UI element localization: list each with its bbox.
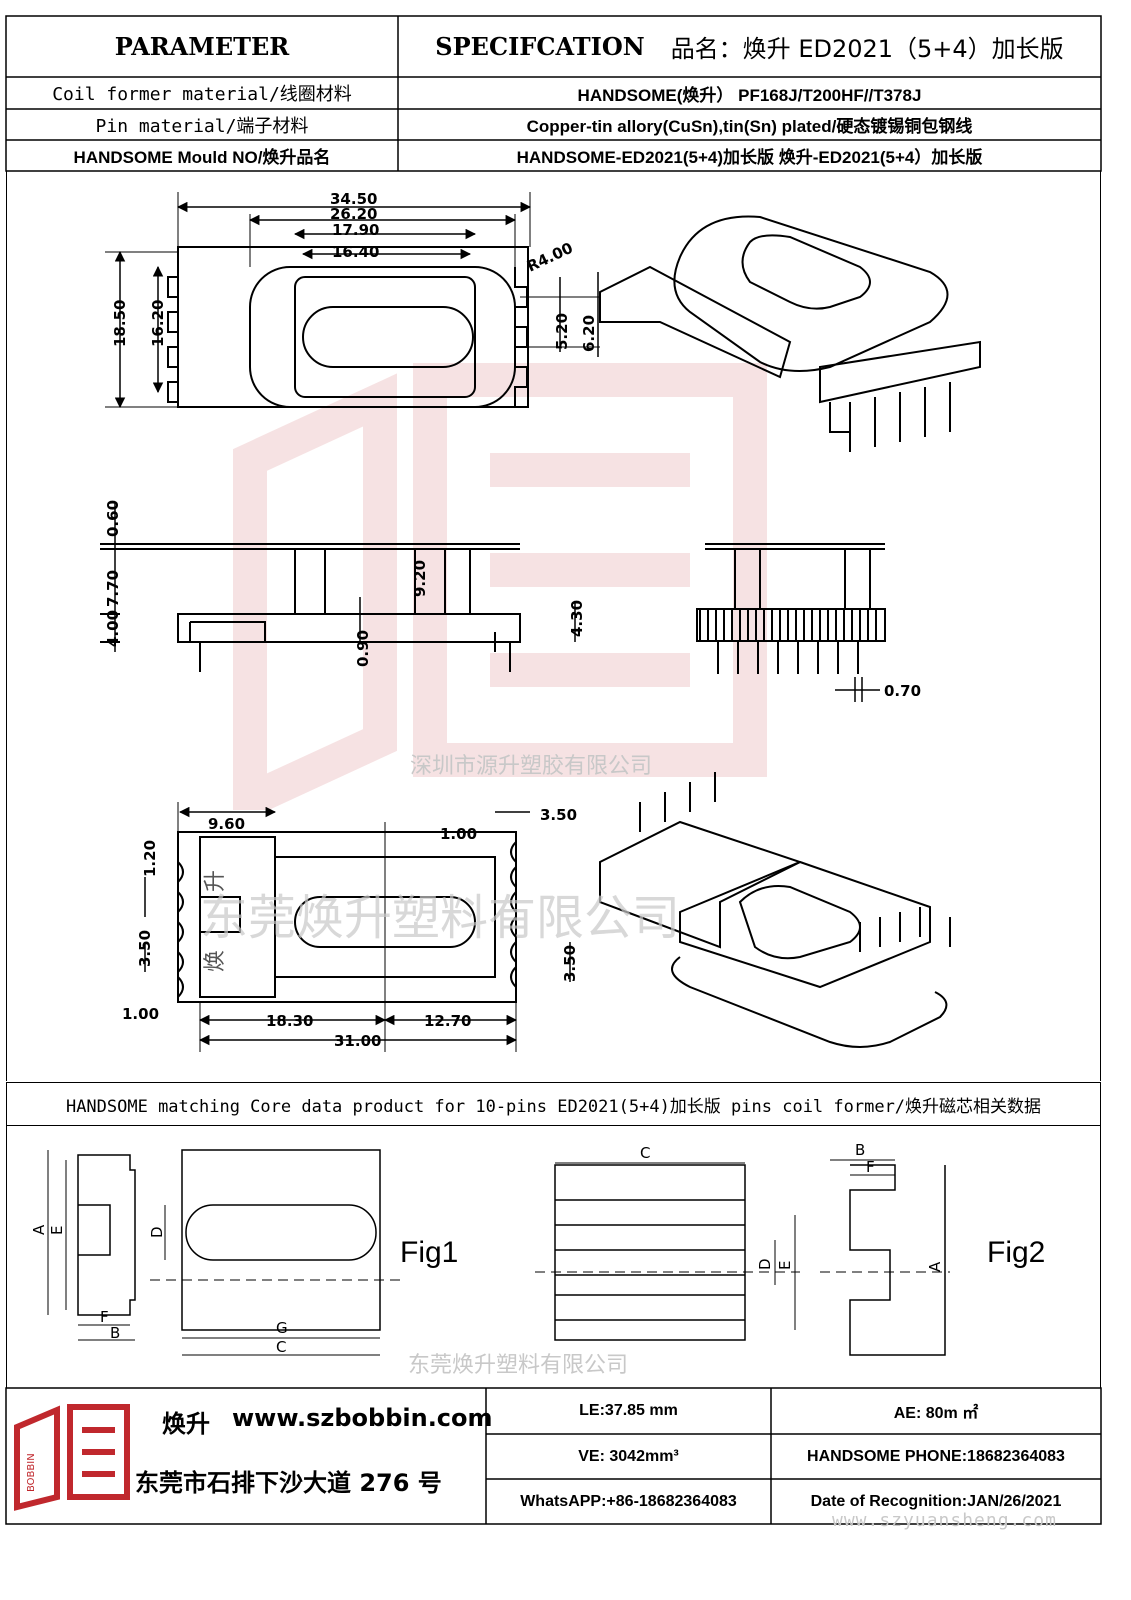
core-section-title: HANDSOME matching Core data product for … <box>6 1082 1101 1126</box>
footer-date: Date of Recognition:JAN/26/2021 <box>810 1492 1062 1510</box>
bobbin-mark-sheng: 升 <box>203 870 228 892</box>
dim-side-1: 7.70 <box>104 570 122 607</box>
watermark-logo <box>233 363 767 810</box>
fig1-letter-g: G <box>276 1319 288 1337</box>
dim-bottom-4: 3.50 <box>136 930 154 967</box>
footer-address: 东莞市石排下沙大道 276 号 <box>135 1469 442 1497</box>
dim-bottom-5: 3.50 <box>561 945 579 982</box>
footer-ve: VE: 3042mm³ <box>578 1447 679 1465</box>
parameter-heading: PARAMETER <box>114 32 290 61</box>
dim-bottom-7: 18.30 <box>266 1012 313 1030</box>
fig2-letter-c: C <box>640 1144 650 1162</box>
dim-top-8: 6.20 <box>580 315 598 352</box>
fig1-letter-c: C <box>276 1338 286 1356</box>
fig2-letter-f: F <box>866 1158 875 1176</box>
footer-whatsapp: WhatsAPP:+86-18682364083 <box>520 1492 737 1510</box>
footer-brand: 焕升 <box>162 1410 210 1438</box>
watermark-company-small: 东莞焕升塑料有限公司 <box>408 1353 629 1378</box>
row-mould-label: HANDSOME Mould NO/焕升品名 <box>73 148 331 167</box>
dim-side-6: 0.70 <box>884 682 921 700</box>
fig1-label: Fig1 <box>400 1236 459 1269</box>
footer-website[interactable]: www.szbobbin.com <box>232 1404 493 1432</box>
dim-top-7: 5.20 <box>553 313 571 350</box>
dim-side-4: 0.90 <box>354 630 372 667</box>
footer-grid <box>5 1387 1102 1525</box>
fig1-letter-a: A <box>30 1224 48 1235</box>
dim-top-5: 18.50 <box>111 300 129 347</box>
dim-bottom-1: 1.00 <box>440 825 477 843</box>
dim-side-0: 0.60 <box>104 500 122 537</box>
watermark-site: www.szyuansheng.com <box>832 1510 1057 1531</box>
dim-bottom-0: 9.60 <box>208 815 245 833</box>
specification-heading: SPECIFCATION 品名：焕升 ED2021（5+4）加长版 <box>398 16 1101 77</box>
bobbin-mark-huan: 焕 <box>203 950 228 972</box>
dim-bottom-2: 3.50 <box>540 806 577 824</box>
fig2-letter-d: D <box>756 1258 774 1270</box>
fig1-letter-e: E <box>48 1226 66 1235</box>
footer-phone: HANDSOME PHONE:18682364083 <box>807 1447 1065 1465</box>
dim-bottom-6: 1.00 <box>122 1005 159 1023</box>
dim-bottom-3: 1.20 <box>141 840 159 877</box>
row-pin-label: Pin material/端子材料 <box>95 115 309 137</box>
dim-top-6: 16.20 <box>149 300 167 347</box>
core-frame <box>6 1126 1101 1388</box>
dim-side-3: 9.20 <box>411 560 429 597</box>
row-pin-value: Copper-tin allory(CuSn),tin(Sn) plated/硬… <box>526 117 973 136</box>
technical-drawing: 34.50 26.20 17.90 16.40 R4.00 18.50 16.2… <box>100 190 981 1052</box>
watermark-company-big: 东莞焕升塑料有限公司 <box>200 890 681 946</box>
logo-text: BOBBIN <box>26 1453 37 1492</box>
drawing-frame <box>6 171 1101 1081</box>
fig2-letter-e: E <box>776 1261 794 1270</box>
header-table-grid <box>5 15 1102 172</box>
fig1-letter-f: F <box>100 1308 109 1326</box>
dim-top-3: 16.40 <box>332 243 379 261</box>
row-mould-value: HANDSOME-ED2021(5+4)加长版 焕升-ED2021(5+4）加长… <box>516 148 983 167</box>
specification-label: SPECIFCATION <box>435 32 645 61</box>
watermark-company-mid: 深圳市源升塑胶有限公司 <box>410 754 653 779</box>
company-logo: BOBBIN <box>14 1404 130 1511</box>
row-coil-value: HANDSOME(焕升） PF168J/T200HF//T378J <box>577 85 922 105</box>
dim-top-1: 26.20 <box>330 205 377 223</box>
fig2-label: Fig2 <box>987 1236 1046 1269</box>
dim-side-5: 4.30 <box>568 600 586 637</box>
fig1-letter-d: D <box>148 1226 166 1238</box>
footer-ae: AE: 80m ㎡ <box>893 1405 979 1422</box>
row-coil-label: Coil former material/线圈材料 <box>52 84 352 105</box>
dim-side-2: 4.00 <box>104 610 122 647</box>
fig1-letter-b: B <box>110 1324 120 1342</box>
dim-bottom-8: 12.70 <box>424 1012 471 1030</box>
fig2-letter-b: B <box>855 1141 865 1159</box>
footer-le: LE:37.85 mm <box>579 1402 678 1419</box>
dim-top-0: 34.50 <box>330 190 377 208</box>
product-name: 品名：焕升 ED2021（5+4）加长版 <box>670 35 1064 63</box>
dim-top-2: 17.90 <box>332 221 379 239</box>
dim-bottom-9: 31.00 <box>334 1032 381 1050</box>
fig2-letter-a: A <box>926 1261 944 1272</box>
core-figures: A E F B D G C C D E B F A <box>30 1141 950 1356</box>
